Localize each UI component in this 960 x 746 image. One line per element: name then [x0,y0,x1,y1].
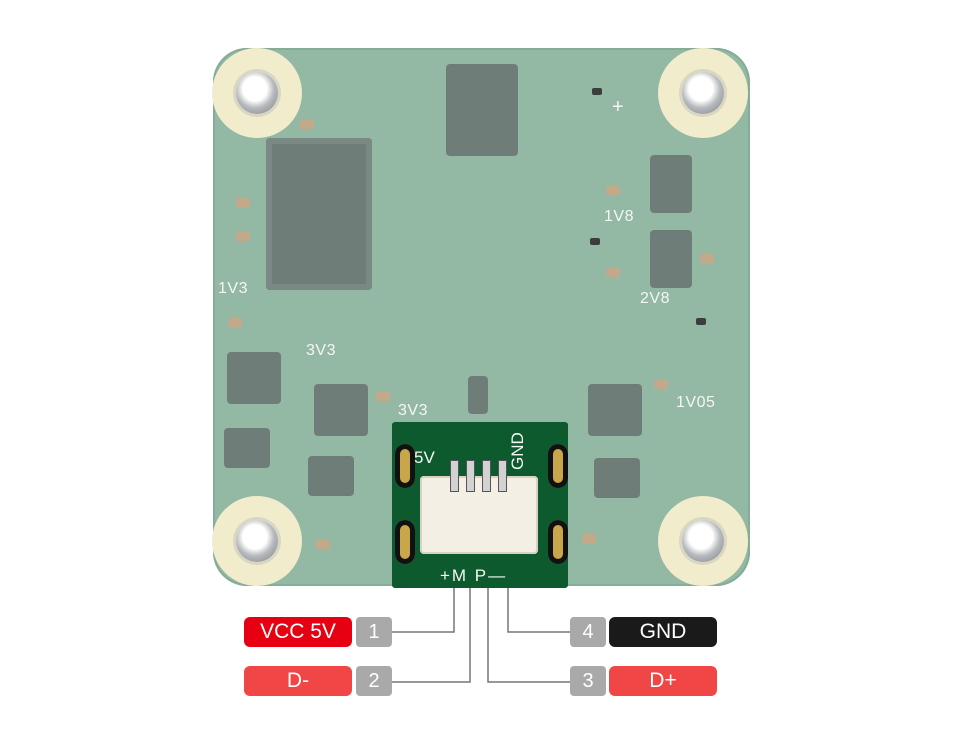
smd-component [700,254,714,263]
mounting-hole-bottom-left [212,496,302,586]
smd-component [376,392,390,401]
mounting-hole-top-left [212,48,302,138]
silk-1v05: 1V05 [676,394,716,411]
main-ic-chip [266,138,372,290]
adapter-slot-right-bottom [548,520,568,564]
pin-2-label: D- [244,666,352,696]
led [592,88,602,95]
silk-3v3-upper: 3V3 [306,342,336,359]
pin-4-label: GND [609,617,717,647]
lead-pin-3 [487,588,570,683]
connector-pin-2 [466,460,475,492]
silk-2v8: 2V8 [640,290,670,307]
adapter-slot-left-bottom [395,520,415,564]
test-pad [590,238,600,245]
lead-pin-2 [390,588,471,683]
adapter-slot-right-top [548,444,568,488]
silk-plus: + [612,96,625,118]
pin-3-label: D+ [609,666,717,696]
regulator-chip-mid [308,456,354,496]
connector-pin-3 [482,460,491,492]
connector-pin-4 [498,460,507,492]
silk-3v3-lower: 3V3 [398,402,428,419]
adapter-slot-left-top [395,444,415,488]
smd-component [228,318,242,327]
smd-component [606,186,620,195]
mounting-hole-bottom-right [658,496,748,586]
mounting-hole-top-right [658,48,748,138]
regulator-chip-right [594,458,640,498]
smd-component [300,120,314,129]
inductor-1v3 [227,352,281,404]
lead-pin-1 [390,588,455,633]
smd-component [654,380,668,389]
smd-component [606,268,620,277]
4-pin-connector [420,476,538,554]
pin-1-label: VCC 5V [244,617,352,647]
lead-pin-4 [507,588,570,633]
inductor-1v05 [588,384,642,436]
adapter-pin-labels: +M P— [440,566,508,585]
pin-4-number: 4 [570,617,606,647]
silk-1v3: 1V3 [218,280,248,297]
silk-1v8: 1V8 [604,208,634,225]
smd-component [316,540,330,549]
small-ic-chip [468,376,488,414]
pin-1-number: 1 [356,617,392,647]
flash-chip [446,64,518,156]
test-pad [696,318,706,325]
connector-pin-1 [450,460,459,492]
adapter-label-5v: 5V [414,448,435,467]
smd-component [236,232,250,241]
smd-component [236,198,250,207]
pin-2-number: 2 [356,666,392,696]
inductor-3v3 [314,384,368,436]
smd-component [582,534,596,543]
regulator-chip-1v8 [650,155,692,213]
pin-3-number: 3 [570,666,606,696]
regulator-chip-2v8 [650,230,692,288]
regulator-chip-left [224,428,270,468]
